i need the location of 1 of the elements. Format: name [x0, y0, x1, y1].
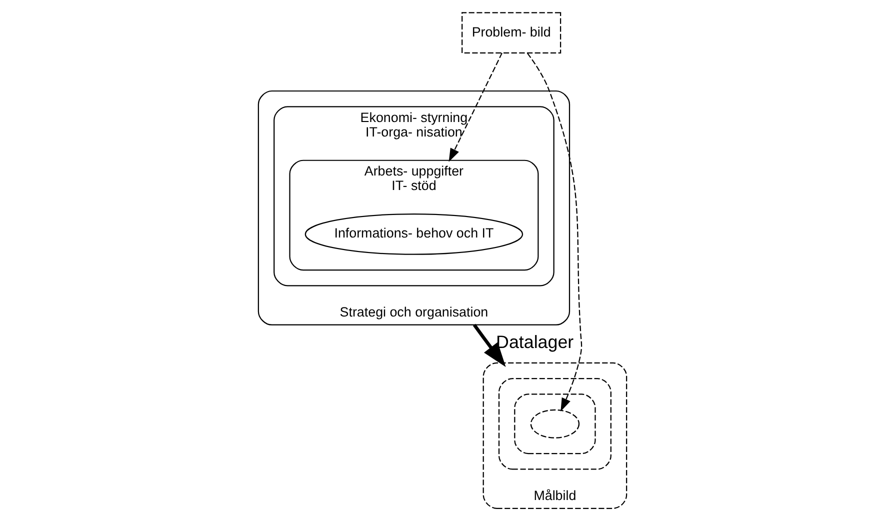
- edge-label: Datalager: [496, 332, 574, 352]
